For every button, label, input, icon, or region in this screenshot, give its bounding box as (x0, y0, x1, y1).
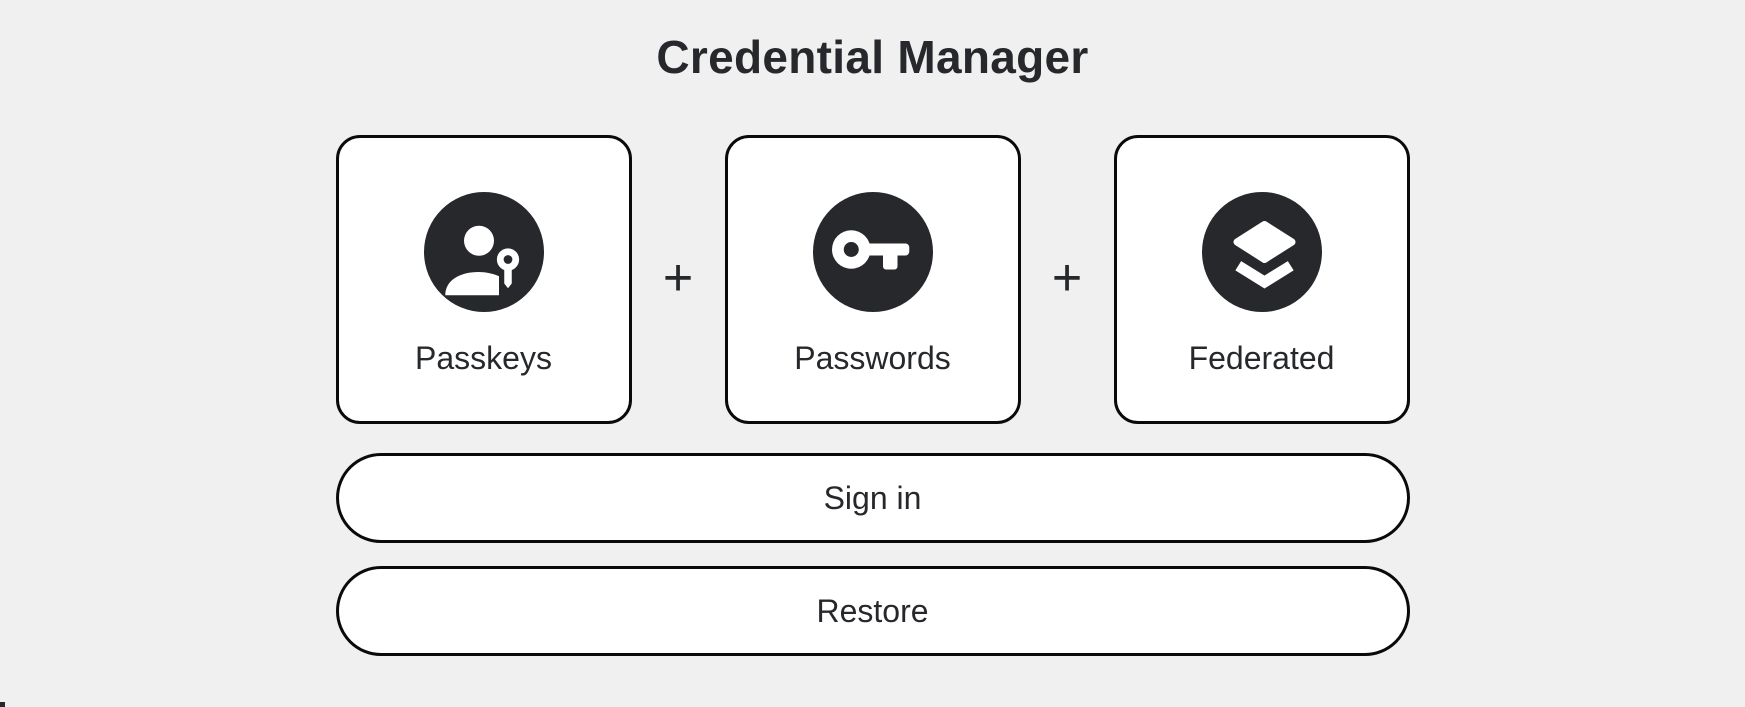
sign-in-button[interactable]: Sign in (335, 453, 1410, 543)
page-title: Credential Manager (656, 31, 1089, 83)
federated-icon-circle (1201, 192, 1322, 312)
plus-separator-2: + (1051, 248, 1083, 307)
layers-icon (1202, 192, 1322, 312)
credential-manager-screen: Credential Manager Passkeys (0, 31, 1410, 707)
main-content: Passkeys + Passwords + (335, 135, 1410, 656)
passwords-icon-circle (812, 192, 933, 312)
key-icon (813, 192, 933, 312)
screen-corner-artifact (0, 702, 5, 707)
card-label-passwords: Passwords (794, 340, 951, 376)
restore-button[interactable]: Restore (335, 566, 1410, 656)
passkeys-icon-circle (423, 192, 544, 312)
card-passwords: Passwords (724, 135, 1021, 424)
passkey-person-key-icon (424, 192, 544, 312)
card-label-passkeys: Passkeys (415, 340, 552, 376)
plus-separator-1: + (662, 248, 694, 307)
card-passkeys: Passkeys (335, 135, 632, 424)
card-federated: Federated (1113, 135, 1410, 424)
credential-types-row: Passkeys + Passwords + (335, 135, 1410, 424)
card-label-federated: Federated (1188, 340, 1335, 376)
